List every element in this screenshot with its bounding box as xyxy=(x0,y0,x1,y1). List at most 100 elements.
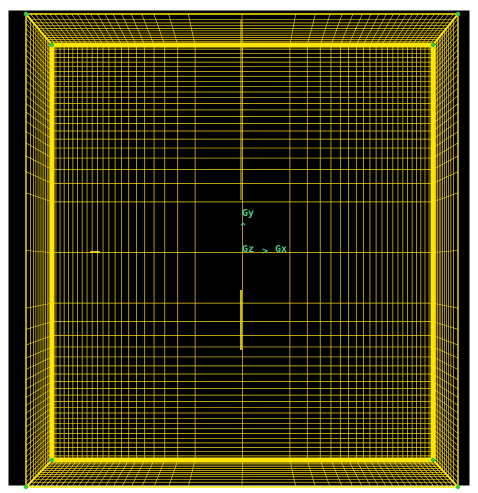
mesh-line xyxy=(25,365,53,380)
mesh-line xyxy=(319,13,331,46)
mesh-line xyxy=(306,13,316,46)
mesh-line xyxy=(432,401,459,421)
mesh-line xyxy=(432,121,459,140)
mesh-line xyxy=(25,13,53,46)
mesh-line xyxy=(25,335,53,346)
mesh-line xyxy=(25,321,53,330)
mesh-line xyxy=(420,13,445,46)
corner-node xyxy=(49,42,55,48)
mesh-line xyxy=(25,428,53,452)
mesh-wireframe xyxy=(25,13,459,488)
mesh-line xyxy=(168,13,179,46)
mesh-line xyxy=(330,13,343,46)
corner-node xyxy=(49,457,55,463)
mesh-line xyxy=(130,459,145,488)
axis-x-arrow-icon: > xyxy=(262,246,268,257)
mesh-line xyxy=(407,459,430,488)
corner-node xyxy=(455,11,461,17)
mesh-line xyxy=(90,13,110,46)
mesh-line xyxy=(432,459,459,488)
mesh-line xyxy=(432,18,459,50)
mesh-line xyxy=(25,171,53,184)
mesh-line xyxy=(25,401,53,421)
mesh-line xyxy=(387,459,407,488)
mesh-line xyxy=(432,111,459,132)
mesh-line xyxy=(363,13,380,46)
mesh-line xyxy=(121,459,137,488)
mesh-line xyxy=(25,23,53,54)
mesh-line xyxy=(432,381,459,398)
mesh-line xyxy=(25,302,53,309)
mesh-line xyxy=(416,459,440,488)
mesh-line xyxy=(30,13,57,46)
mesh-line xyxy=(432,321,459,330)
mesh-line xyxy=(432,67,459,93)
mesh-line xyxy=(187,13,196,46)
mesh-line xyxy=(25,250,53,253)
mesh-line xyxy=(25,459,53,488)
mesh-line xyxy=(25,28,53,58)
mesh-line xyxy=(407,13,430,46)
mesh-line xyxy=(432,55,459,82)
mesh-line xyxy=(49,459,74,488)
mesh-line xyxy=(25,95,53,117)
mesh-line xyxy=(428,459,454,488)
mesh-line xyxy=(141,13,155,46)
mesh-line xyxy=(25,55,53,82)
mesh-line xyxy=(25,346,53,359)
mesh-line xyxy=(397,13,419,46)
mesh-line xyxy=(432,447,459,473)
mesh-line xyxy=(432,49,459,77)
mesh-line xyxy=(289,459,297,488)
mesh-line xyxy=(34,13,61,46)
mesh-line xyxy=(112,459,129,488)
mesh-line xyxy=(25,103,53,124)
mesh-line xyxy=(25,394,53,414)
mesh-line xyxy=(25,111,53,132)
mesh-line xyxy=(424,13,450,46)
corner-node xyxy=(23,484,29,490)
corner-nodes xyxy=(23,11,461,490)
mesh-line xyxy=(432,407,459,428)
mesh-line xyxy=(54,13,78,46)
mesh-line xyxy=(369,459,387,488)
mesh-line xyxy=(141,459,155,488)
mesh-line xyxy=(432,428,459,452)
mesh-line xyxy=(25,131,53,149)
mesh-line xyxy=(25,442,53,468)
mesh-line xyxy=(130,13,145,46)
mesh-line xyxy=(25,33,53,63)
mesh-line xyxy=(340,459,354,488)
mesh-line xyxy=(432,43,459,72)
mesh-line xyxy=(25,433,53,458)
mesh-line xyxy=(104,13,122,46)
mesh-line xyxy=(348,13,363,46)
mesh-line xyxy=(59,459,83,488)
mesh-line xyxy=(397,459,419,488)
mesh-line xyxy=(30,459,57,488)
mesh-line xyxy=(65,13,88,46)
mesh-line xyxy=(71,13,93,46)
mesh-line xyxy=(432,423,459,446)
mesh-line xyxy=(25,80,53,104)
mesh-line xyxy=(77,13,98,46)
mesh-line xyxy=(432,33,459,63)
corner-node xyxy=(430,42,436,48)
mesh-line xyxy=(187,459,196,488)
axis-x-label: Gx xyxy=(275,244,287,255)
mesh-line xyxy=(392,13,413,46)
mesh-line xyxy=(424,459,450,488)
mesh-line xyxy=(25,38,53,67)
mesh-line xyxy=(432,365,459,380)
mesh-line xyxy=(97,13,116,46)
mesh-line xyxy=(432,95,459,117)
mesh-line xyxy=(363,459,380,488)
axis-z-label: Gz xyxy=(242,244,254,255)
mesh-line xyxy=(65,459,88,488)
mesh-line xyxy=(381,13,401,46)
mesh-line xyxy=(428,13,454,46)
mesh-line xyxy=(25,423,53,446)
mesh-line xyxy=(432,418,459,440)
